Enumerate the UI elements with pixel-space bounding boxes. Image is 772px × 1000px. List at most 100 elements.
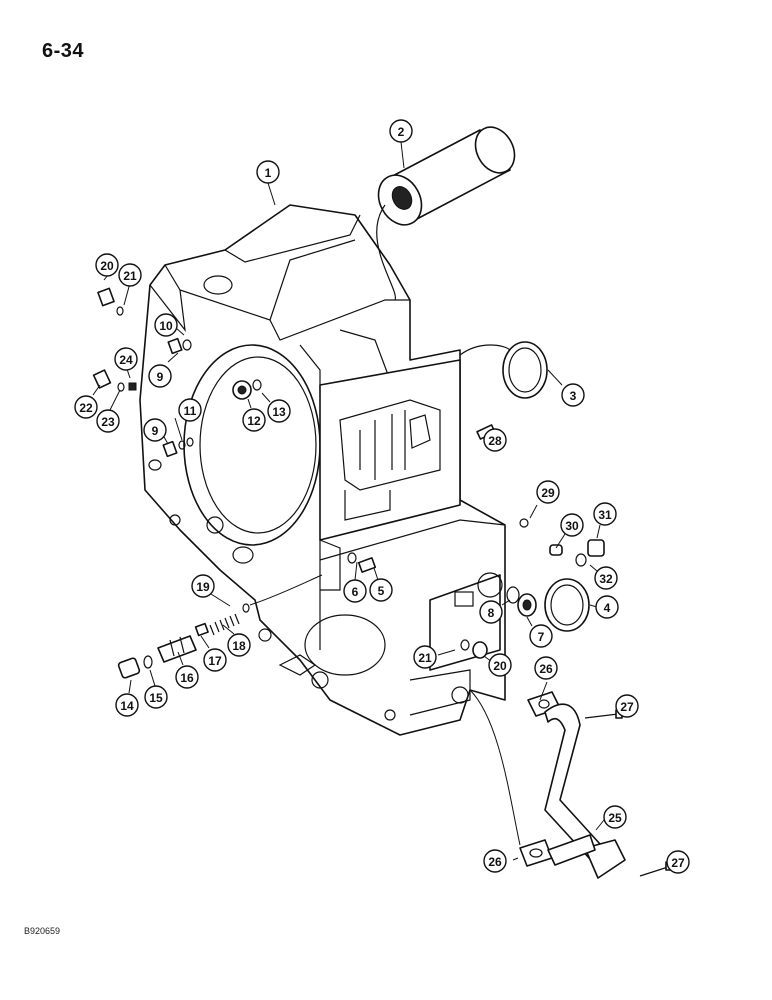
callout-label: 27 — [671, 856, 685, 870]
callout-label: 21 — [123, 269, 137, 283]
callout-label: 10 — [159, 319, 173, 333]
callout-c10: 10 — [154, 313, 178, 337]
callout-label: 7 — [538, 630, 545, 644]
callout-circle — [267, 399, 291, 423]
callout-label: 21 — [418, 651, 432, 665]
callout-label: 23 — [101, 415, 115, 429]
callout-c32: 32 — [594, 566, 618, 590]
callout-c29: 29 — [536, 480, 560, 504]
callout-c13: 13 — [267, 399, 291, 423]
callout-circle — [479, 600, 503, 624]
callout-label: 30 — [565, 519, 579, 533]
fittings — [92, 287, 605, 659]
callout-circle — [594, 566, 618, 590]
callout-label: 26 — [488, 855, 502, 869]
callout-c21b: 21 — [413, 645, 437, 669]
callout-c17: 17 — [203, 648, 227, 672]
callout-c3: 3 — [561, 383, 585, 407]
callout-label: 16 — [180, 671, 194, 685]
page-number: 6-34 — [42, 40, 85, 62]
callout-circle — [242, 408, 266, 432]
callout-c23: 23 — [96, 409, 120, 433]
callout-circle — [175, 665, 199, 689]
callout-circle — [666, 850, 690, 874]
callout-circle — [191, 574, 215, 598]
callout-circle — [95, 253, 119, 277]
callout-c27a: 27 — [615, 694, 639, 718]
callout-label: 22 — [79, 401, 93, 415]
callout-circle — [118, 263, 142, 287]
callout-circle — [413, 645, 437, 669]
seal-ring-4 — [544, 578, 590, 632]
callout-c1: 1 — [256, 160, 280, 184]
callout-circle — [178, 398, 202, 422]
callout-circle — [148, 364, 172, 388]
callout-circle — [529, 624, 553, 648]
callout-label: 9 — [152, 424, 159, 438]
callout-c2: 2 — [389, 119, 413, 143]
callout-circle — [369, 578, 393, 602]
callout-label: 8 — [488, 606, 495, 620]
callout-label: 9 — [157, 370, 164, 384]
callout-label: 6 — [352, 585, 359, 599]
callout-circle — [603, 805, 627, 829]
callout-label: 24 — [119, 353, 133, 367]
callout-c22: 22 — [74, 395, 98, 419]
callout-circle — [615, 694, 639, 718]
callout-c18: 18 — [227, 633, 251, 657]
callout-circle — [74, 395, 98, 419]
callout-label: 15 — [149, 691, 163, 705]
callout-circle — [256, 160, 280, 184]
callout-circle — [561, 383, 585, 407]
callout-circle — [96, 409, 120, 433]
callout-label: 20 — [493, 659, 507, 673]
callout-circle — [483, 849, 507, 873]
callout-layer: 1234567899101112131415161718192020212122… — [74, 119, 690, 874]
callout-circle — [534, 656, 558, 680]
callout-circle — [483, 428, 507, 452]
callout-label: 29 — [541, 486, 555, 500]
callout-c6: 6 — [343, 579, 367, 603]
relief-valve-assembly — [117, 574, 323, 679]
callout-label: 11 — [184, 404, 197, 418]
callout-label: 19 — [196, 580, 210, 594]
callout-c28: 28 — [483, 428, 507, 452]
callout-c4: 4 — [595, 595, 619, 619]
callout-label: 20 — [100, 259, 114, 273]
seal-ring — [459, 341, 548, 399]
callout-c7: 7 — [529, 624, 553, 648]
callout-label: 2 — [398, 125, 405, 139]
callout-label: 25 — [608, 811, 622, 825]
callout-circle — [227, 633, 251, 657]
callout-c31: 31 — [593, 502, 617, 526]
callout-circle — [154, 313, 178, 337]
callout-circle — [560, 513, 584, 537]
callout-label: 12 — [247, 414, 261, 428]
callout-c15: 15 — [144, 685, 168, 709]
callout-c20b: 20 — [488, 653, 512, 677]
callout-c9b: 9 — [143, 418, 167, 442]
callout-c21a: 21 — [118, 263, 142, 287]
callout-label: 28 — [488, 434, 502, 448]
callout-circle — [389, 119, 413, 143]
callout-label: 14 — [120, 699, 134, 713]
callout-label: 32 — [599, 572, 613, 586]
callout-c16: 16 — [175, 665, 199, 689]
callout-label: 17 — [208, 654, 222, 668]
callout-c20a: 20 — [95, 253, 119, 277]
callout-label: 5 — [378, 584, 385, 598]
callout-c11: 11 — [178, 398, 202, 422]
callout-label: 4 — [604, 601, 611, 615]
callout-circle — [143, 418, 167, 442]
callout-circle — [595, 595, 619, 619]
callout-c14: 14 — [115, 693, 139, 717]
callout-c12: 12 — [242, 408, 266, 432]
callout-c25: 25 — [603, 805, 627, 829]
callout-circle — [593, 502, 617, 526]
callout-circle — [203, 648, 227, 672]
callout-label: 26 — [539, 662, 553, 676]
callout-c5: 5 — [369, 578, 393, 602]
callout-c26b: 26 — [483, 849, 507, 873]
callout-label: 31 — [598, 508, 612, 522]
